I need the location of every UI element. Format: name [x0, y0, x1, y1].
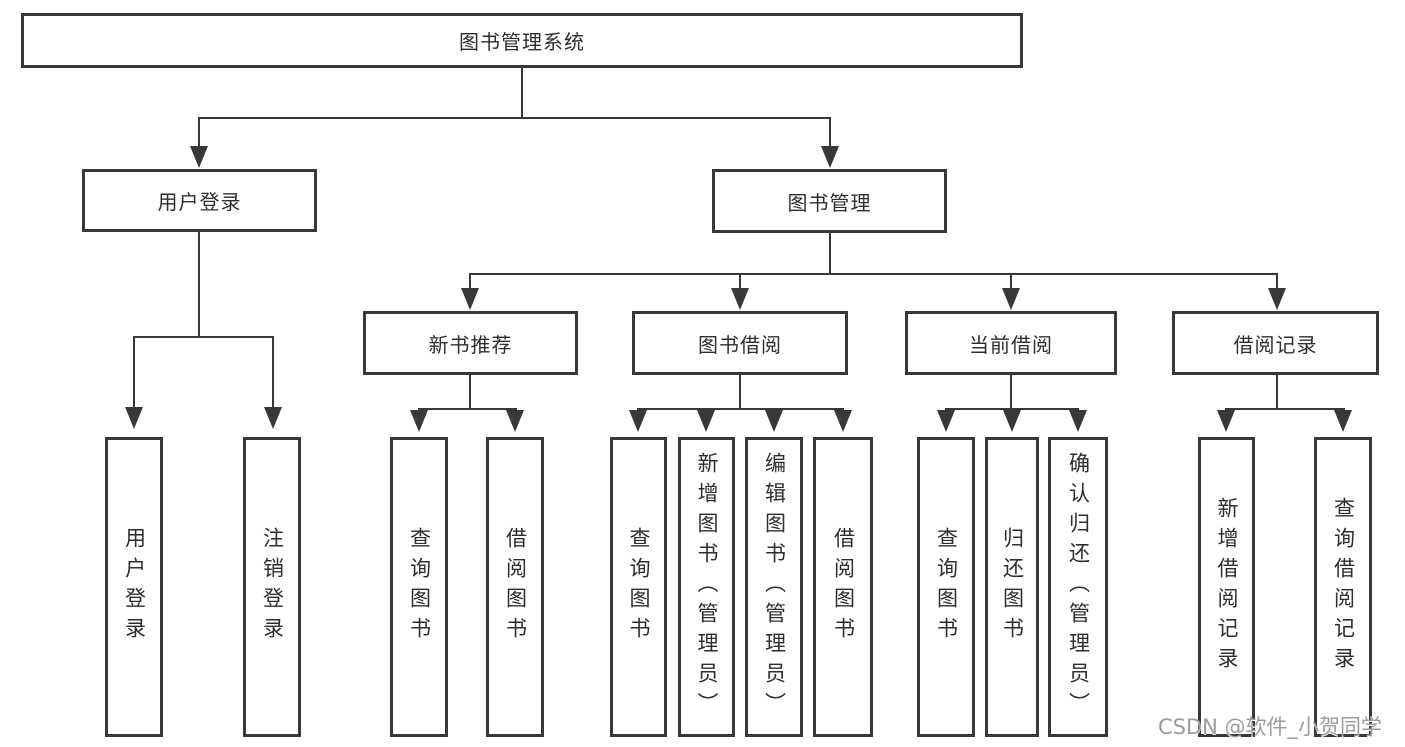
leaf-logout-label: 注销登录 — [260, 527, 285, 647]
arrow-down-icon — [1002, 288, 1020, 310]
leaf-user-login: 用户登录 — [105, 437, 163, 737]
leaf-borrow-query-book-label: 查询图书 — [627, 527, 651, 647]
node-user-login: 用户登录 — [82, 169, 317, 232]
node-library-system-label: 图书管理系统 — [459, 30, 585, 54]
connector-line — [1010, 375, 1012, 408]
leaf-edit-book-admin-label: 编辑图书（管理员） — [762, 452, 787, 722]
leaf-user-login-label: 用户登录 — [122, 527, 147, 647]
leaf-logout: 注销登录 — [243, 437, 301, 737]
arrow-down-icon — [629, 410, 647, 432]
connector-line — [739, 273, 741, 289]
node-borrow-records: 借阅记录 — [1172, 311, 1379, 375]
arrow-down-icon — [821, 146, 839, 168]
leaf-current-query-book: 查询图书 — [917, 437, 975, 737]
connector-line — [829, 233, 831, 273]
node-book-borrow-label: 图书借阅 — [698, 332, 782, 357]
connector-line — [945, 408, 1079, 410]
leaf-borrow-book: 借阅图书 — [813, 437, 873, 737]
leaf-confirm-return-admin: 确认归还（管理员） — [1048, 437, 1108, 737]
connector-line — [133, 336, 135, 407]
leaf-newbook-query-book: 查询图书 — [390, 437, 448, 737]
node-book-management-label: 图书管理 — [787, 190, 872, 215]
node-borrow-records-label: 借阅记录 — [1233, 332, 1318, 357]
arrow-down-icon — [697, 410, 715, 432]
leaf-return-book: 归还图书 — [985, 437, 1039, 737]
arrow-down-icon — [1268, 288, 1286, 310]
csdn-watermark: CSDN @软件_小贺同学 — [1158, 715, 1383, 739]
connector-line — [198, 232, 200, 336]
leaf-add-borrow-record: 新增借阅记录 — [1198, 437, 1255, 737]
connector-line — [198, 117, 200, 147]
leaf-add-book-admin-label: 新增图书（管理员） — [695, 452, 719, 722]
connector-line — [1010, 273, 1012, 289]
leaf-add-borrow-record-label: 新增借阅记录 — [1215, 497, 1239, 677]
arrow-down-icon — [410, 410, 428, 432]
connector-line — [469, 273, 1278, 275]
node-current-borrow: 当前借阅 — [905, 311, 1117, 375]
leaf-current-query-book-label: 查询图书 — [934, 527, 959, 647]
arrow-down-icon — [125, 407, 143, 429]
node-book-borrow: 图书借阅 — [632, 311, 848, 375]
leaf-edit-book-admin: 编辑图书（管理员） — [745, 437, 803, 737]
connector-line — [133, 336, 274, 338]
arrow-down-icon — [1217, 410, 1235, 432]
connector-line — [1276, 273, 1278, 289]
leaf-borrow-query-book: 查询图书 — [610, 437, 667, 737]
connector-line — [637, 408, 844, 410]
leaf-query-borrow-record-label: 查询借阅记录 — [1331, 497, 1356, 677]
leaf-query-borrow-record: 查询借阅记录 — [1314, 437, 1372, 737]
leaf-add-book-admin: 新增图书（管理员） — [678, 437, 735, 737]
leaf-newbook-borrow-book-label: 借阅图书 — [503, 527, 528, 647]
node-user-login-label: 用户登录 — [157, 190, 242, 214]
connector-line — [829, 117, 831, 147]
arrow-down-icon — [461, 288, 479, 310]
arrow-down-icon — [937, 410, 955, 432]
arrow-down-icon — [765, 410, 783, 432]
node-current-borrow-label: 当前借阅 — [969, 332, 1053, 357]
node-new-book-recommend-label: 新书推荐 — [428, 332, 513, 357]
leaf-newbook-borrow-book: 借阅图书 — [486, 437, 544, 737]
node-library-system: 图书管理系统 — [21, 13, 1023, 68]
connector-line — [198, 117, 831, 119]
node-new-book-recommend: 新书推荐 — [363, 311, 578, 375]
leaf-confirm-return-admin-label: 确认归还（管理员） — [1066, 452, 1091, 722]
connector-line — [418, 408, 517, 410]
connector-line — [521, 68, 523, 117]
leaf-newbook-query-book-label: 查询图书 — [407, 527, 432, 647]
arrow-down-icon — [834, 410, 852, 432]
connector-line — [272, 336, 274, 407]
arrow-down-icon — [731, 288, 749, 310]
node-book-management: 图书管理 — [712, 169, 947, 233]
leaf-return-book-label: 归还图书 — [1000, 527, 1025, 647]
connector-line — [469, 375, 471, 408]
arrow-down-icon — [506, 410, 524, 432]
connector-line — [739, 375, 741, 408]
arrow-down-icon — [1003, 410, 1021, 432]
connector-line — [1276, 375, 1278, 408]
arrow-down-icon — [1334, 410, 1352, 432]
arrow-down-icon — [264, 407, 282, 429]
leaf-borrow-book-label: 借阅图书 — [831, 527, 856, 647]
arrow-down-icon — [190, 146, 208, 168]
connector-line — [469, 273, 471, 289]
connector-line — [1225, 408, 1345, 410]
arrow-down-icon — [1069, 410, 1087, 432]
